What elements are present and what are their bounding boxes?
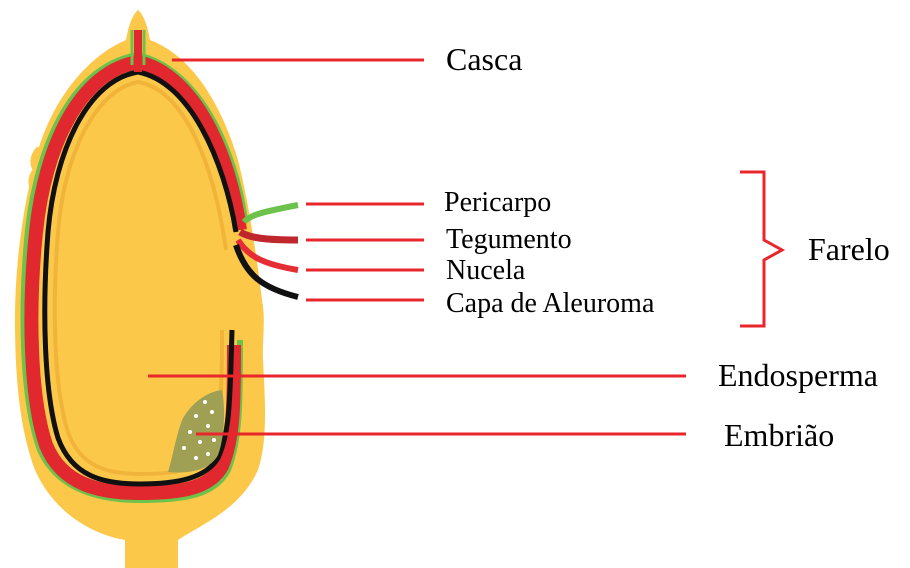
label-tegumento: Tegumento: [446, 224, 572, 255]
label-nucela: Nucela: [446, 255, 526, 286]
label-endosperma: Endosperma: [718, 357, 878, 393]
label-farelo: Farelo: [808, 231, 890, 267]
label-aleuroma: Capa de Aleuroma: [446, 288, 655, 319]
peeled-pericarp: [244, 205, 298, 222]
label-embriao: Embrião: [724, 417, 834, 453]
label-casca: Casca: [446, 41, 522, 77]
farelo-bracket: [740, 172, 782, 326]
peeled-tegument: [240, 232, 298, 240]
label-pericarpo: Pericarpo: [444, 187, 551, 218]
